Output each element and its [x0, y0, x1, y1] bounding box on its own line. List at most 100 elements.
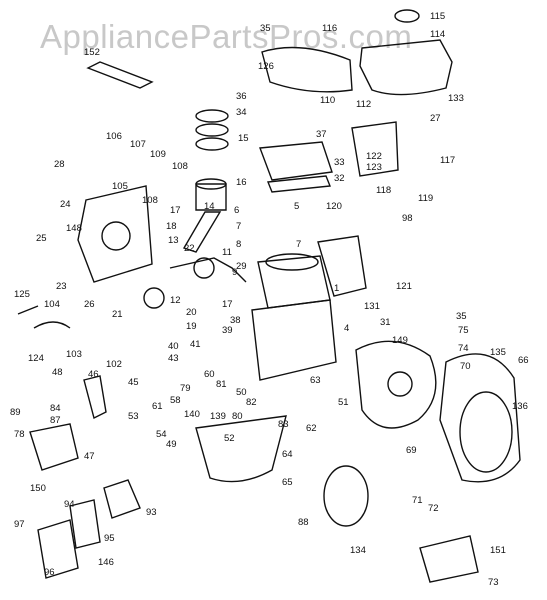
seal-part: [33, 321, 71, 329]
callout-label: 40: [168, 341, 179, 352]
callout-label: 32: [334, 173, 345, 184]
callout-label: 115: [430, 11, 446, 22]
crankshaft-part: [169, 257, 247, 283]
callout-label: 125: [14, 289, 30, 300]
callout-label: 46: [88, 369, 99, 380]
callout-label: 87: [50, 415, 61, 426]
callout-label: 23: [56, 281, 67, 292]
callout-label: 79: [180, 383, 191, 394]
callout-label: 63: [310, 375, 321, 386]
callout-label: 11: [222, 247, 232, 258]
ring-part: [195, 123, 229, 137]
callout-label: 72: [428, 503, 439, 514]
callout-label: 104: [44, 299, 60, 310]
callout-label: 61: [152, 401, 163, 412]
callout-label: 49: [166, 439, 177, 450]
ring-part: [195, 137, 229, 151]
cylinder-head-part: [259, 141, 333, 181]
callout-label: 107: [130, 139, 146, 150]
callout-label: 126: [258, 61, 274, 72]
callout-label: 20: [186, 307, 197, 318]
starter-part: [69, 499, 101, 549]
callout-label: 94: [64, 499, 75, 510]
callout-label: 41: [190, 339, 201, 350]
lever-part: [83, 375, 107, 420]
callout-label: 150: [30, 483, 46, 494]
callout-label: 15: [238, 133, 249, 144]
callout-label: 139: [210, 411, 226, 422]
callout-label: 134: [350, 545, 366, 556]
callout-label: 36: [236, 91, 247, 102]
oil-pan-part: [195, 415, 287, 483]
callout-label: 119: [418, 193, 434, 204]
callout-label: 28: [54, 159, 65, 170]
callout-label: 58: [170, 395, 181, 406]
callout-label: 65: [282, 477, 293, 488]
callout-label: 47: [84, 451, 95, 462]
callout-label: 117: [440, 155, 456, 166]
callout-label: 146: [98, 557, 114, 568]
callout-label: 114: [430, 29, 446, 40]
callout-label: 70: [460, 361, 471, 372]
callout-label: 50: [236, 387, 247, 398]
callout-label: 4: [344, 323, 350, 334]
gear-part: [143, 287, 165, 309]
callout-label: 112: [356, 99, 372, 110]
callout-label: 109: [150, 149, 166, 160]
callout-label: 82: [246, 397, 257, 408]
callout-label: 1: [334, 283, 340, 294]
callout-label: 26: [84, 299, 95, 310]
callout-label: 148: [66, 223, 82, 234]
callout-label: 21: [112, 309, 123, 320]
callout-label: 71: [412, 495, 423, 506]
callout-label: 83: [278, 419, 289, 430]
callout-label: 12: [170, 295, 181, 306]
callout-label: 34: [236, 107, 247, 118]
callout-label: 52: [224, 433, 235, 444]
flywheel-part: [355, 340, 437, 429]
callout-label: 7: [296, 239, 302, 250]
callout-label: 9: [232, 267, 238, 278]
callout-label: 53: [128, 411, 139, 422]
callout-label: 122: [366, 151, 382, 162]
callout-label: 123: [366, 162, 382, 173]
callout-label: 45: [128, 377, 139, 388]
bore-part: [265, 253, 319, 271]
callout-label: 29: [236, 261, 247, 272]
callout-label: 17: [170, 205, 181, 216]
callout-label: 135: [490, 347, 506, 358]
bearing-part: [101, 221, 131, 251]
starter-motor-part: [37, 519, 79, 579]
callout-label: 51: [338, 397, 349, 408]
spark-plug-part: [17, 305, 39, 315]
fuel-cap-part: [394, 9, 420, 23]
callout-label: 14: [204, 201, 215, 212]
callout-label: 95: [104, 533, 115, 544]
callout-label: 62: [306, 423, 317, 434]
callout-label: 27: [430, 113, 441, 124]
piston-top-part: [195, 178, 227, 190]
callout-label: 116: [322, 23, 338, 34]
callout-label: 108: [172, 161, 188, 172]
callout-label: 78: [14, 429, 25, 440]
callout-label: 17: [222, 299, 233, 310]
callout-label: 8: [236, 239, 242, 250]
fuel-tank-part: [359, 39, 453, 96]
callout-label: 35: [260, 23, 271, 34]
crank-web-part: [193, 257, 215, 279]
baffle-part: [317, 235, 367, 297]
callout-label: 74: [458, 343, 469, 354]
callout-label: 31: [380, 317, 391, 328]
callout-label: 98: [402, 213, 413, 224]
piston-part: [195, 183, 227, 211]
starter-gear-part: [103, 479, 141, 519]
callout-label: 152: [84, 47, 100, 58]
callout-label: 102: [106, 359, 122, 370]
callout-label: 124: [28, 353, 44, 364]
callout-label: 108: [142, 195, 158, 206]
bracket-part: [351, 121, 399, 177]
gasket-part: [86, 61, 154, 89]
callout-label: 39: [222, 325, 233, 336]
callout-label: 110: [320, 95, 336, 106]
